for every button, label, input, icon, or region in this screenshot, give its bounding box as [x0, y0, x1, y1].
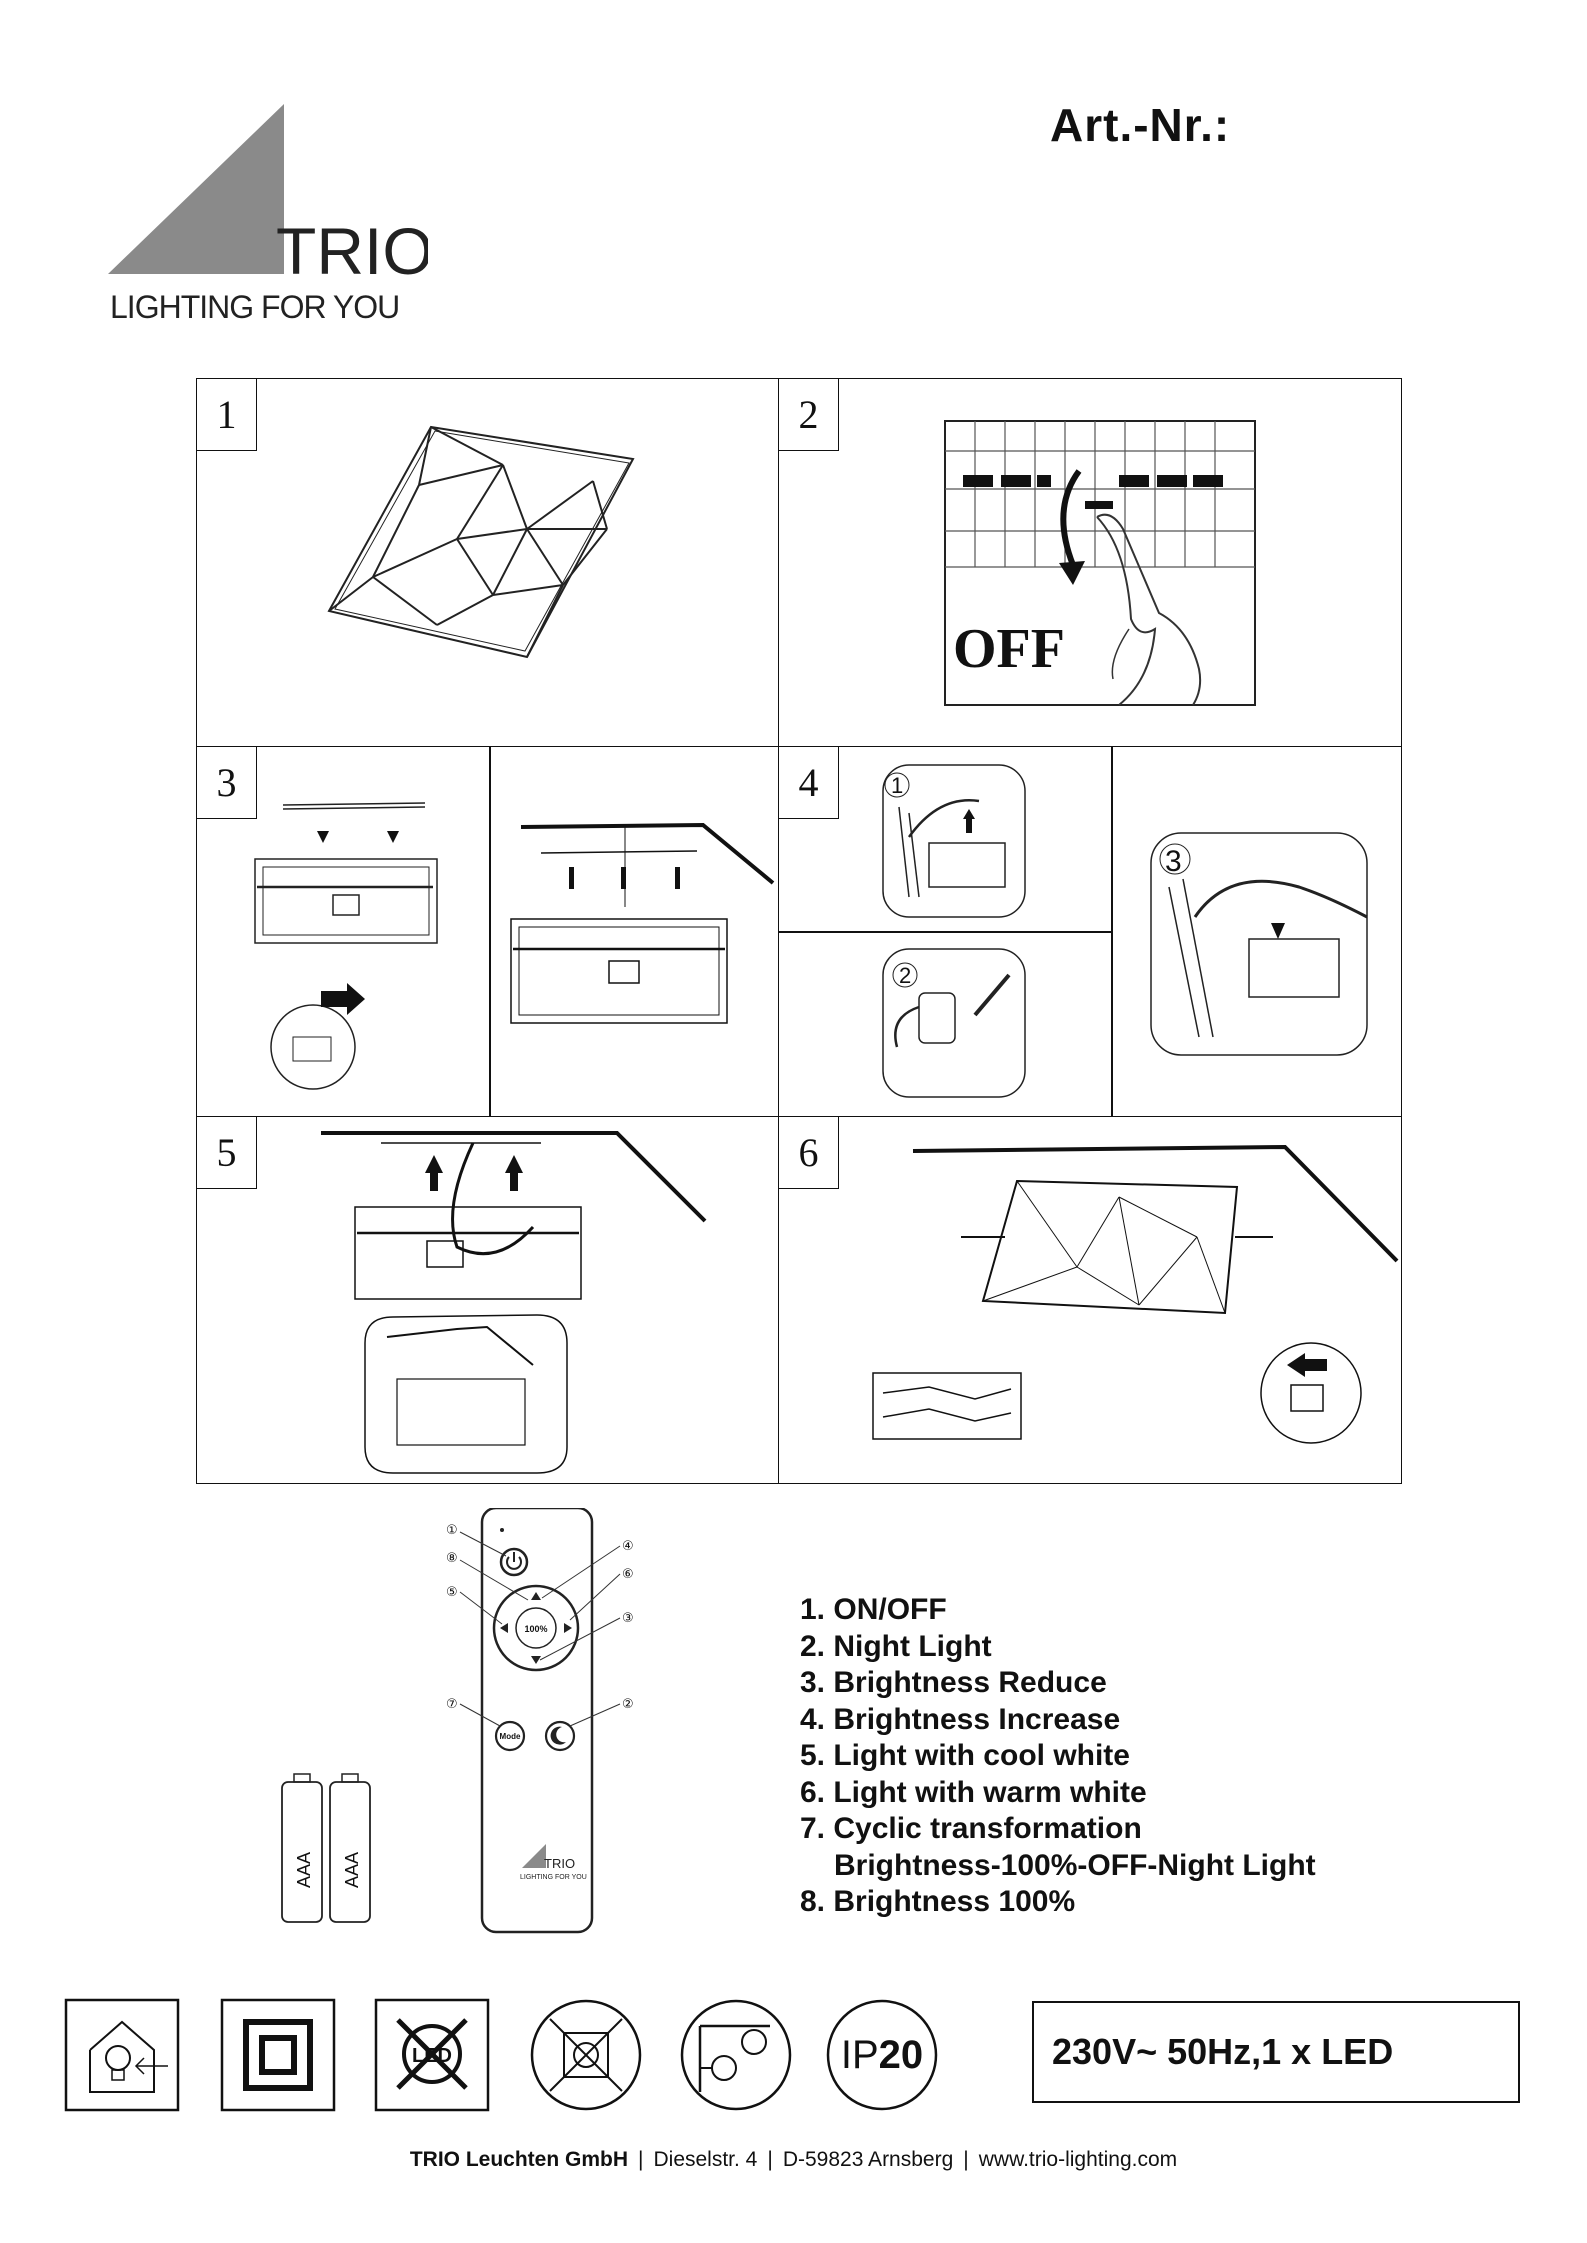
- led-not-replaceable-icon: LED: [374, 1998, 490, 2112]
- mounting-plate-illustration: [254, 802, 775, 1090]
- step-number: 1: [197, 379, 257, 451]
- logo-tagline: LIGHTING FOR YOU: [110, 289, 399, 325]
- substep-label: 3: [1165, 845, 1182, 878]
- no-dimmer-icon: [530, 1999, 642, 2111]
- mode-button: [494, 1720, 526, 1752]
- divider: [489, 747, 491, 1117]
- trio-logo-triangle: TRIO LIGHTING FOR YOU: [108, 104, 428, 325]
- step-number: 2: [779, 379, 839, 451]
- battery-label: AAA: [294, 1852, 314, 1888]
- step-number: 4: [779, 747, 839, 819]
- legend-item: 1. ON/OFF: [800, 1593, 947, 1626]
- step-5-panel: 5: [196, 1116, 780, 1484]
- callout: ②: [622, 1697, 634, 1712]
- substep-label: 2: [899, 963, 911, 988]
- legend-item: Brightness-100%-OFF-Night Light: [834, 1848, 1316, 1882]
- footer-separator: |: [767, 2148, 773, 2171]
- step-6-panel: 6: [778, 1116, 1402, 1484]
- substep-label: 1: [891, 773, 903, 798]
- brightness-100-button: [515, 1607, 557, 1649]
- footer-company: TRIO Leuchten GmbH: [409, 2148, 629, 2171]
- ip-prefix: IP: [841, 2033, 879, 2077]
- electrical-spec: 230V~ 50Hz,1 x LED: [1032, 2001, 1520, 2103]
- protection-class-2-icon: [220, 1998, 336, 2112]
- trio-logo: TRIO LIGHTING FOR YOU: [108, 100, 428, 330]
- step-3-panel: 3: [196, 746, 780, 1118]
- callout: ⑥: [622, 1567, 634, 1582]
- safety-symbol-row: LED IP20: [64, 1996, 964, 2116]
- step-2-panel: 2: [778, 378, 1402, 748]
- callout: ⑧: [446, 1551, 458, 1566]
- divider: [779, 931, 1112, 933]
- remote-brand: TRIO: [544, 1856, 575, 1871]
- indoor-use-icon: [64, 1998, 180, 2112]
- step-number: 5: [197, 1117, 257, 1189]
- legend-item: 8. Brightness 100%: [800, 1885, 1076, 1918]
- remote-brand-tagline: LIGHTING FOR YOU: [520, 1874, 587, 1881]
- remote-brand-icon: [522, 1844, 546, 1868]
- logo-brand: TRIO: [276, 214, 428, 288]
- instruction-grid: 1: [196, 378, 1402, 1484]
- finish-cover-illustration: [872, 1144, 1399, 1444]
- ip-value: 20: [879, 2033, 924, 2077]
- step-number: 3: [197, 747, 257, 819]
- moon-icon: [550, 1726, 566, 1745]
- battery-icon: AAA: [329, 1773, 371, 1923]
- callout: ④: [622, 1539, 634, 1554]
- ip20-icon: IP20: [826, 1999, 938, 2111]
- callout: ③: [622, 1611, 634, 1626]
- wiring-illustration: 1 2 3: [882, 764, 1368, 1098]
- legend-item: 7. Cyclic transformation: [800, 1812, 1142, 1845]
- legend-item: 5. Light with cool white: [800, 1739, 1130, 1772]
- step-number: 6: [779, 1117, 839, 1189]
- footer: TRIO Leuchten GmbH | Dieselstr. 4 | D-59823 …: [0, 2148, 1587, 2172]
- legend-item: 6. Light with warm white: [800, 1775, 1147, 1809]
- spec-text: 230V~ 50Hz,1 x LED: [1052, 2031, 1394, 2072]
- remote-control-diagram: AAA AAA 100% Mode TRIO LIGHTING FOR YOU …: [270, 1508, 670, 1948]
- remote-body: [480, 1508, 594, 1934]
- svg-text:IP20: IP20: [841, 2033, 923, 2077]
- step-1-panel: 1: [196, 378, 780, 748]
- callout: ⑤: [446, 1585, 458, 1600]
- night-light-button: [544, 1720, 576, 1752]
- article-number-label: Art.-Nr.:: [1050, 99, 1231, 151]
- legend-item: 4. Brightness Increase: [800, 1702, 1121, 1736]
- mode-button-label: Mode: [500, 1732, 521, 1741]
- power-icon: [499, 1547, 529, 1577]
- callout: ⑦: [446, 1697, 458, 1712]
- off-label: OFF: [953, 618, 1065, 680]
- battery-label: AAA: [342, 1852, 362, 1888]
- footer-separator: |: [638, 2148, 644, 2171]
- lamp-overview-illustration: [327, 425, 635, 659]
- footer-street: Dieselstr. 4: [653, 2148, 758, 2171]
- legend-item: 2. Night Light: [800, 1629, 992, 1663]
- fuse-box-illustration: [944, 420, 1256, 706]
- remote-function-legend: 1. ON/OFF 2. Night Light 3. Brightness R…: [800, 1592, 1316, 1921]
- callout: ①: [446, 1523, 458, 1538]
- center-button-label: 100%: [524, 1624, 547, 1634]
- battery-icon: AAA: [281, 1773, 323, 1923]
- footer-website[interactable]: www.trio-lighting.com: [978, 2148, 1178, 2171]
- direction-pad: [492, 1584, 580, 1672]
- footer-city: D-59823 Arnsberg: [782, 2148, 954, 2171]
- footer-separator: |: [963, 2148, 969, 2171]
- legend-item: 3. Brightness Reduce: [800, 1666, 1107, 1699]
- step-4-panel: 4 1 2 3: [778, 746, 1402, 1118]
- mounting-surface-icon: [680, 1999, 792, 2111]
- attach-lamp-illustration: [321, 1131, 707, 1474]
